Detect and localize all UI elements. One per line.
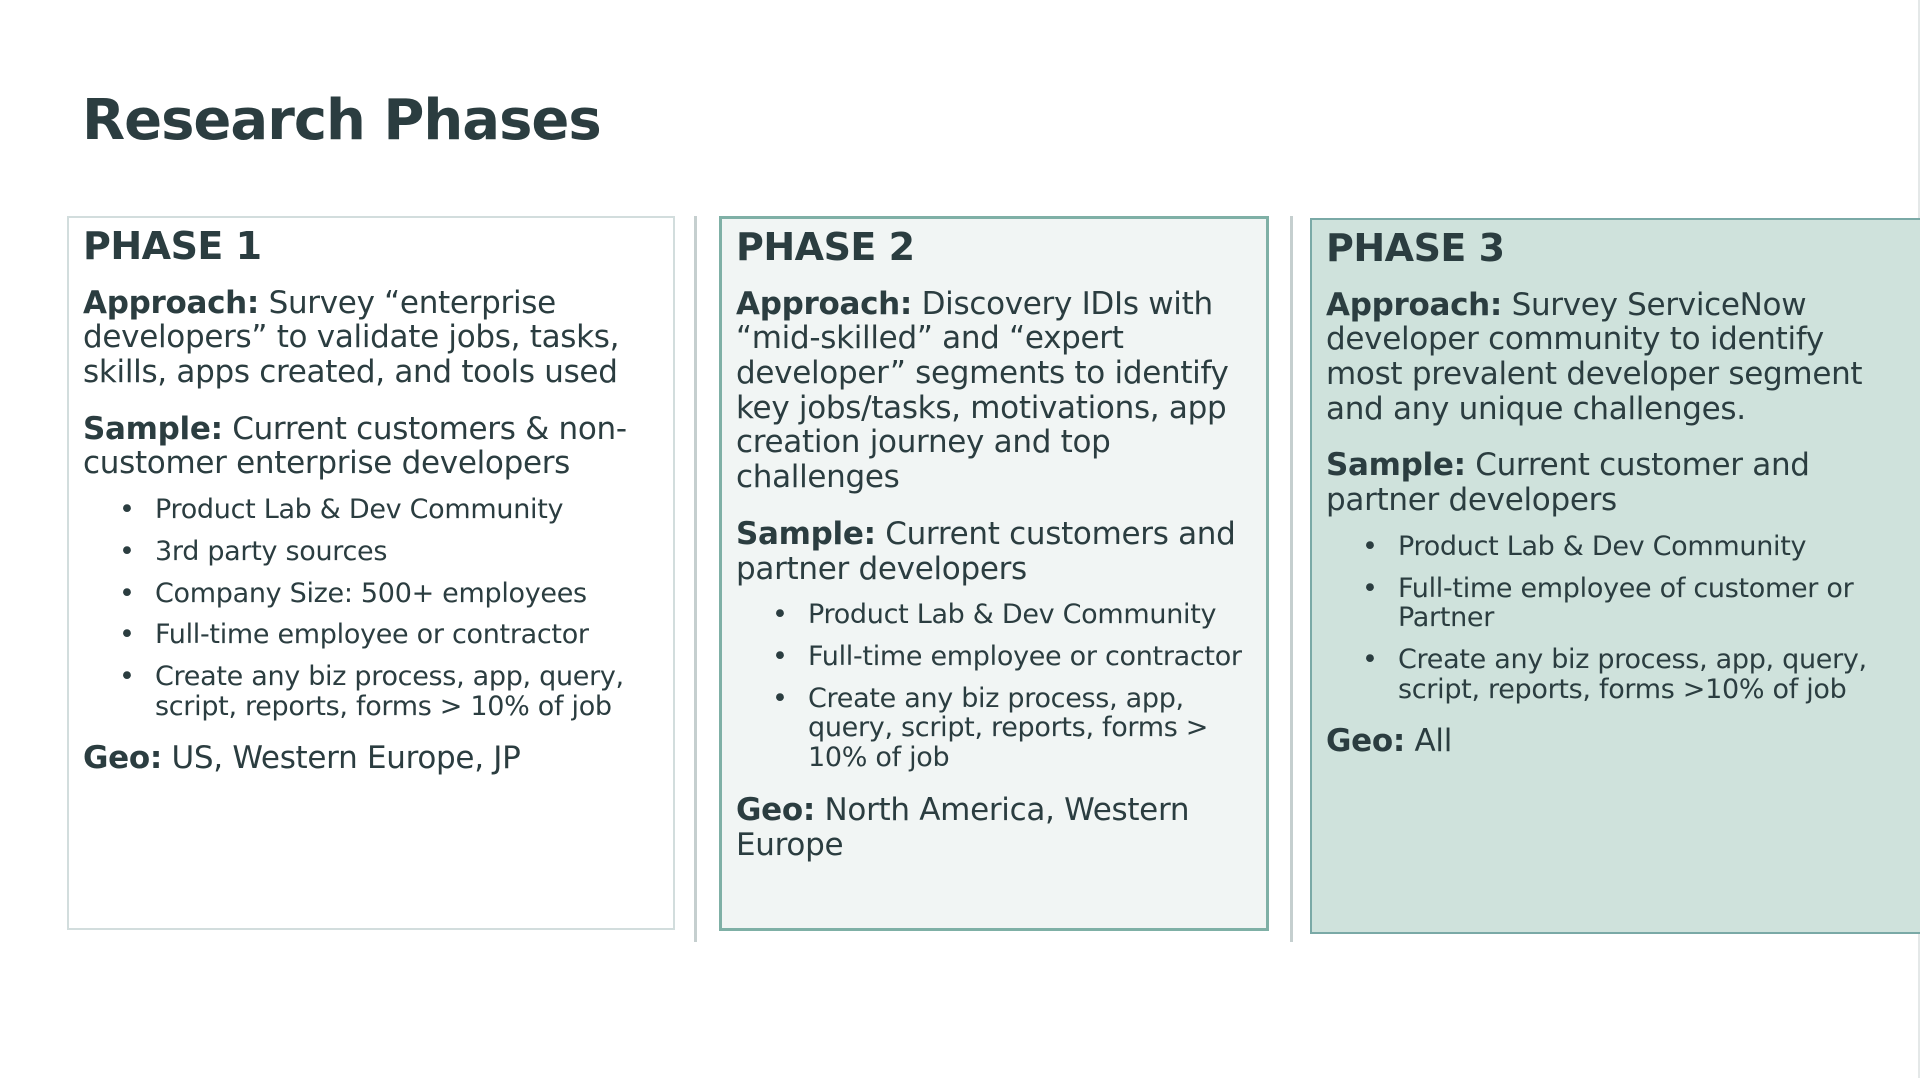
phase-1-approach: Approach: Survey “enterprise developers”… bbox=[83, 284, 643, 391]
bullet-icon: • bbox=[119, 577, 135, 609]
list-item: • Full-time employee of customer or Partn… bbox=[1326, 572, 1908, 634]
phase-1-geo-text: US, Western Europe, JP bbox=[161, 740, 521, 777]
list-item: • Create any biz process, app, query, scr… bbox=[736, 682, 1248, 774]
list-item-text: 3rd party sources bbox=[155, 535, 388, 567]
phase-3-panel: PHASE 3 Approach: Survey ServiceNow deve… bbox=[1310, 218, 1920, 934]
phase-1-heading: PHASE 1 bbox=[83, 224, 262, 268]
column-divider-2 bbox=[1290, 216, 1293, 942]
list-item: • Create any biz process, app, query, scr… bbox=[83, 662, 635, 721]
phase-1-sample: Sample: Current customers & non-customer… bbox=[83, 410, 643, 482]
phase-1-geo-label: Geo: bbox=[83, 740, 162, 777]
list-item: • Full-time employee or contractor bbox=[736, 642, 1252, 672]
phase-3-geo-label: Geo: bbox=[1326, 723, 1405, 760]
phase-2-approach: Approach: Discovery IDIs with “mid-skill… bbox=[736, 285, 1246, 496]
bullet-icon: • bbox=[119, 660, 135, 692]
phase-3-sample-text: Current customer and partner developers bbox=[1326, 447, 1810, 519]
bullet-icon: • bbox=[1362, 572, 1378, 604]
list-item-text: Product Lab & Dev Community bbox=[155, 494, 564, 526]
phase-1-sample-text: Current customers & non-customer enterpr… bbox=[83, 410, 627, 482]
phase-3-approach-text: Survey ServiceNow developer community to… bbox=[1326, 286, 1863, 427]
phase-3-heading: PHASE 3 bbox=[1326, 226, 1505, 270]
phase-3-sample: Sample: Current customer and partner dev… bbox=[1326, 448, 1886, 517]
phase-2-approach-text: Discovery IDIs with “mid-skilled” and “e… bbox=[736, 285, 1229, 496]
column-divider-1 bbox=[694, 216, 697, 942]
list-item: • Company Size: 500+ employees bbox=[83, 577, 659, 609]
list-item-text: Create any biz process, app, query, scri… bbox=[1398, 643, 1867, 705]
bullet-icon: • bbox=[1362, 530, 1378, 562]
bullet-icon: • bbox=[119, 619, 135, 651]
bullet-icon: • bbox=[119, 494, 135, 526]
phase-2-sample-criteria: • Product Lab & Dev Community • Full-time … bbox=[736, 600, 1252, 774]
phase-3-geo-text: All bbox=[1404, 723, 1453, 760]
phase-1-panel: PHASE 1 Approach: Survey “enterprise dev… bbox=[67, 216, 675, 930]
list-item-text: Company Size: 500+ employees bbox=[155, 577, 587, 609]
bullet-icon: • bbox=[119, 535, 135, 567]
list-item-text: Product Lab & Dev Community bbox=[808, 599, 1217, 631]
list-item: • Create any biz process, app, query, scr… bbox=[1326, 645, 1908, 704]
list-item: • Full-time employee or contractor bbox=[83, 620, 659, 650]
phase-3-sample-criteria: • Product Lab & Dev Community • Full-time … bbox=[1326, 532, 1906, 704]
list-item: • Product Lab & Dev Community bbox=[1326, 532, 1906, 562]
list-item: • 3rd party sources bbox=[83, 537, 659, 567]
phase-2-geo-text: North America, Western Europe bbox=[736, 791, 1190, 863]
slide-title: Research Phases bbox=[82, 88, 602, 153]
bullet-icon: • bbox=[772, 682, 788, 714]
list-item-text: Create any biz process, app, query, scri… bbox=[808, 682, 1209, 774]
list-item-text: Create any biz process, app, query, scri… bbox=[155, 660, 624, 722]
list-item-text: Full-time employee of customer or Partne… bbox=[1398, 572, 1854, 634]
phase-1-sample-label: Sample: bbox=[83, 410, 223, 447]
phase-1-sample-criteria: • Product Lab & Dev Community • 3rd party … bbox=[83, 495, 659, 721]
phase-1-approach-label: Approach: bbox=[83, 284, 260, 321]
phase-2-panel: PHASE 2 Approach: Discovery IDIs with “m… bbox=[719, 216, 1269, 931]
phase-3-geo: Geo: All bbox=[1326, 724, 1906, 759]
list-item-text: Full-time employee or contractor bbox=[808, 641, 1242, 673]
phase-3-approach: Approach: Survey ServiceNow developer co… bbox=[1326, 286, 1896, 427]
phase-2-sample-label: Sample: bbox=[736, 515, 876, 552]
list-item: • Product Lab & Dev Community bbox=[736, 600, 1252, 630]
phase-2-sample-text: Current customers and partner developers bbox=[736, 515, 1236, 587]
phase-3-approach-label: Approach: bbox=[1326, 286, 1503, 323]
list-item-text: Product Lab & Dev Community bbox=[1398, 530, 1807, 562]
phase-1-approach-text: Survey “enterprise developers” to valida… bbox=[83, 284, 620, 391]
phase-2-approach-label: Approach: bbox=[736, 285, 913, 322]
phase-2-geo: Geo: North America, Western Europe bbox=[736, 791, 1246, 863]
phase-2-geo-label: Geo: bbox=[736, 791, 815, 828]
bullet-icon: • bbox=[772, 641, 788, 673]
phase-2-sample: Sample: Current customers and partner de… bbox=[736, 517, 1246, 586]
list-item-text: Full-time employee or contractor bbox=[155, 619, 589, 651]
phase-3-sample-label: Sample: bbox=[1326, 447, 1466, 484]
bullet-icon: • bbox=[1362, 643, 1378, 675]
bullet-icon: • bbox=[772, 599, 788, 631]
phase-2-heading: PHASE 2 bbox=[736, 225, 915, 269]
phase-1-geo: Geo: US, Western Europe, JP bbox=[83, 741, 659, 776]
list-item: • Product Lab & Dev Community bbox=[83, 495, 659, 525]
